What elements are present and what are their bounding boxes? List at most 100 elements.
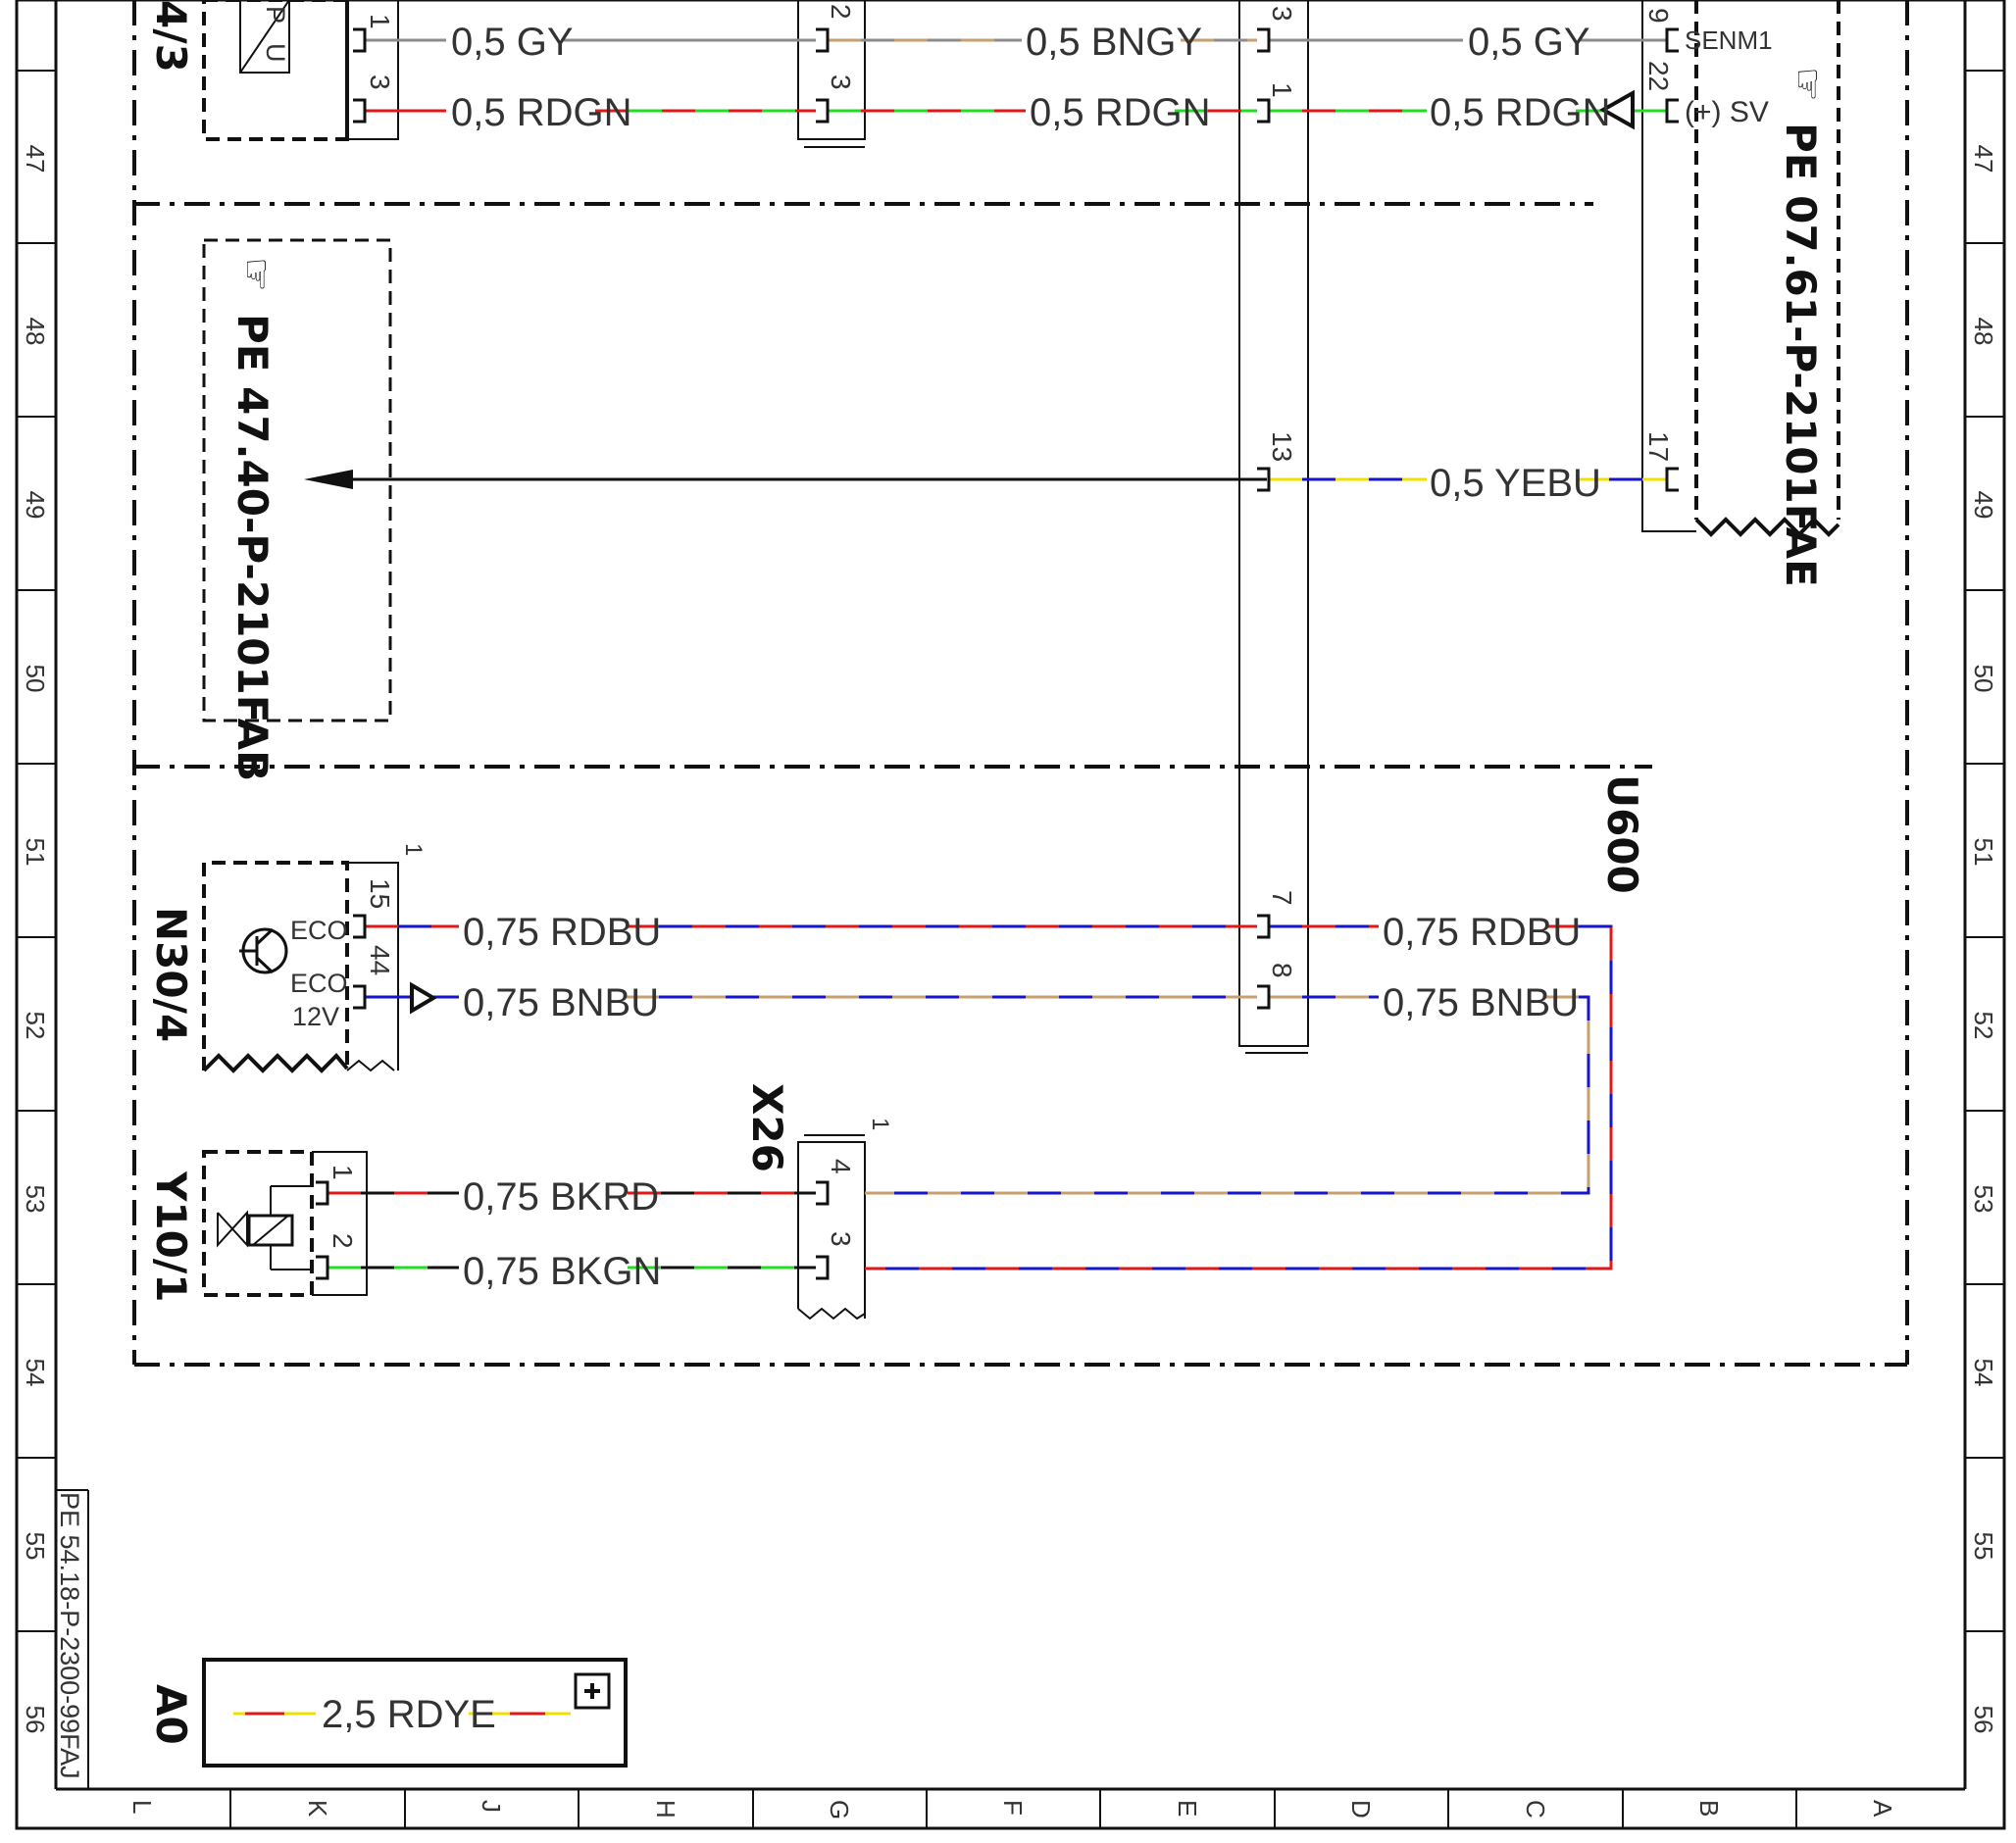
- row-label: 54: [1969, 1359, 1998, 1387]
- pin-terminal: [816, 27, 830, 53]
- pin-terminal: [353, 984, 367, 1010]
- pin-terminal: [816, 98, 830, 124]
- connector-index: 1: [400, 843, 427, 856]
- info-icon: [574, 1672, 611, 1710]
- legend-a0: 2,5 RDYE A0: [147, 1658, 628, 1768]
- control-unit-right: [1694, 0, 1840, 537]
- reference-pe-47-40: PE 47.40-P-2101FAB: [228, 314, 277, 781]
- column-label: F: [998, 1800, 1028, 1816]
- pin-terminals: [316, 27, 1679, 1280]
- pin-number: 1: [1267, 82, 1297, 98]
- wire-label: 0,5 GY: [1468, 21, 1590, 64]
- component-label-x26: X26: [743, 1083, 791, 1172]
- wire-rdbu: [865, 924, 1613, 1270]
- connector-index: 1: [867, 1118, 893, 1130]
- pin-terminal: [353, 914, 367, 939]
- component-x26: X26 1: [743, 1083, 893, 1320]
- hand-pointer-icon: ☞: [233, 257, 278, 292]
- wire-label-a0: 2,5 RDYE: [322, 1693, 496, 1736]
- row-label: 47: [1969, 145, 1998, 174]
- wire-label: 0,75 BKRD: [463, 1175, 659, 1219]
- component-label-n30-4: N30/4: [147, 907, 195, 1042]
- signal-senm1: SENM1: [1685, 25, 1773, 55]
- column-label: C: [1521, 1800, 1550, 1818]
- wire-label: 0,75 BNBU: [1383, 981, 1579, 1024]
- signal-sv: (+) SV: [1685, 96, 1769, 128]
- row-label: 48: [1969, 318, 1998, 346]
- component-n30-4: N30/4 1: [147, 843, 427, 1073]
- column-label: D: [1346, 1800, 1376, 1818]
- sheet-reference: PE 54.18-P-2300-99FAJ: [55, 1492, 84, 1779]
- column-label: G: [825, 1800, 854, 1819]
- pin-number: 7: [1267, 890, 1297, 906]
- component-4-3: P U 4/3: [147, 0, 399, 141]
- pin-terminal: [353, 98, 367, 124]
- pin-number: 8: [1267, 963, 1297, 978]
- reference-box-left: ☞ PE 47.40-P-2101FAB: [202, 238, 392, 781]
- row-labels-right: 47 48 49 50 51 52 53 54 55 56: [1969, 145, 1998, 1734]
- pin-number: 3: [365, 75, 395, 90]
- component-label-y10-1: Y10/1: [147, 1171, 195, 1302]
- row-labels-left: 47 48 49 50 51 52 53 54 55 56: [21, 145, 50, 1734]
- pin-terminal: [1665, 98, 1679, 124]
- signal-eco: ECO: [290, 916, 348, 945]
- pin-numbers: 1 3 2 3 3 1 13 7 8 9 22 17 15 44 1 2 4 3: [328, 4, 1674, 1249]
- region-boundaries: [132, 0, 1909, 1367]
- pin-number: 22: [1643, 61, 1674, 91]
- pressure-sensor-u: U: [261, 43, 290, 63]
- row-label: 49: [21, 491, 50, 520]
- wire-label: 0,5 RDGN: [1030, 91, 1211, 134]
- row-label: 51: [21, 838, 50, 867]
- column-label: B: [1694, 1800, 1724, 1817]
- row-label: 52: [21, 1012, 50, 1040]
- pin-number: 1: [328, 1165, 358, 1180]
- pin-terminal: [1257, 984, 1271, 1010]
- signal-12v: 12V: [292, 1002, 339, 1031]
- wire-label: 0,75 BKGN: [463, 1250, 661, 1293]
- reference-pe-07-61: PE 07.61-P-2101FAE: [1777, 123, 1825, 587]
- pin-terminal: [316, 1180, 329, 1206]
- hand-pointer-icon: ☞: [1785, 67, 1830, 102]
- wire-label: 0,5 YEBU: [1430, 462, 1601, 505]
- pin-number: 4: [826, 1159, 856, 1174]
- pin-terminal: [353, 27, 367, 53]
- row-label: 54: [21, 1359, 50, 1387]
- wire-label: 0,75 RDBU: [1383, 911, 1581, 954]
- pin-number: 13: [1267, 431, 1297, 462]
- component-y10-1: Y10/1: [147, 1150, 368, 1302]
- row-ticks: [17, 70, 2004, 1632]
- row-label: 49: [1969, 491, 1998, 520]
- wires-layer: [328, 38, 1667, 1270]
- row-label: 50: [1969, 665, 1998, 693]
- wire-label: 0,75 RDBU: [463, 911, 661, 954]
- wire-bnbu: [865, 995, 1590, 1195]
- connector-2: [797, 0, 866, 140]
- wire-label: 0,5 BNGY: [1026, 21, 1202, 64]
- pin-number: 3: [826, 1231, 856, 1247]
- row-label: 56: [1969, 1706, 1998, 1734]
- open-arrow-icon: [1598, 89, 1635, 130]
- wire-label: 0,5 GY: [451, 21, 574, 64]
- signal-arrow-left: [304, 470, 1267, 489]
- signal-names: SENM1 (+) SV ECO ECO 12V: [290, 25, 1773, 1031]
- pressure-sensor-p: P: [261, 6, 290, 24]
- pin-terminal: [1665, 467, 1679, 492]
- pin-number: 2: [328, 1233, 358, 1249]
- column-label: J: [477, 1800, 506, 1813]
- pin-number: 44: [365, 945, 395, 975]
- column-label: A: [1868, 1800, 1897, 1818]
- row-label: 47: [21, 145, 50, 174]
- column-label: E: [1173, 1800, 1202, 1817]
- row-label: 52: [1969, 1012, 1998, 1040]
- pin-terminal: [1257, 914, 1271, 939]
- pin-number: 1: [365, 14, 395, 29]
- pin-number: 2: [826, 4, 856, 20]
- pin-terminal: [1257, 467, 1271, 492]
- pin-number: 9: [1643, 8, 1674, 24]
- row-label: 55: [21, 1532, 50, 1561]
- column-ticks: [229, 1789, 1797, 1828]
- wire-label: 0,5 RDGN: [1430, 91, 1611, 134]
- component-label-u600: U600: [1598, 774, 1646, 894]
- row-label: 48: [21, 318, 50, 346]
